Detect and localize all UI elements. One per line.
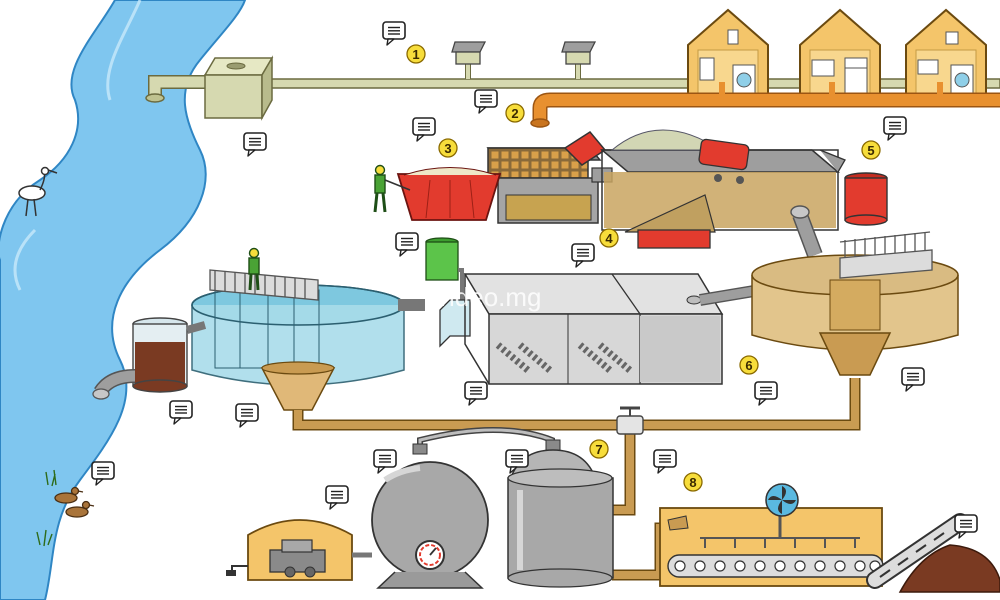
aeration-basin [398, 273, 761, 385]
secondary-clarifier [751, 231, 959, 376]
valve[interactable] [616, 406, 644, 435]
step-number-6: 6 [745, 358, 752, 373]
info-bubble-sewage[interactable] [474, 89, 498, 114]
info-bubble-dosing[interactable] [395, 232, 419, 257]
step-number-5: 5 [867, 143, 874, 158]
info-bubble-sec-clarifier[interactable] [754, 381, 778, 406]
info-bubble-sludge-return[interactable] [901, 367, 925, 392]
step-marker-6[interactable]: 6 [739, 355, 759, 375]
step-marker-2[interactable]: 2 [505, 103, 525, 123]
grit-bin [844, 172, 888, 226]
house-3 [905, 9, 987, 106]
info-bubble-grit-removal[interactable] [571, 243, 595, 268]
heron [18, 166, 58, 217]
fan-icon [765, 483, 799, 517]
screening-unit [486, 131, 613, 224]
reeds [36, 469, 57, 547]
info-bubble-screening[interactable] [412, 117, 436, 142]
ducks [54, 486, 95, 518]
worker-rake [373, 164, 411, 213]
pipe-to-secondary [790, 205, 823, 258]
info-bubble-chp[interactable] [325, 485, 349, 510]
info-bubble-dewatering[interactable] [653, 449, 677, 474]
step-number-1: 1 [412, 47, 419, 62]
street-drain-grates [451, 41, 597, 65]
info-bubble-storm-pipe[interactable] [382, 21, 406, 46]
info-bubble-sludge-cake[interactable] [954, 514, 978, 539]
house-2 [799, 9, 881, 106]
info-bubble-aeration[interactable] [464, 381, 488, 406]
digester-tank [507, 439, 614, 588]
info-bubble-grit[interactable] [883, 116, 907, 141]
sludge-cake-pile [898, 544, 1000, 593]
step-marker-4[interactable]: 4 [599, 228, 619, 248]
worker-bridge [248, 247, 260, 291]
gas-holder-sphere [371, 427, 555, 589]
house-1 [687, 9, 769, 106]
chemical-dosing-tank [425, 237, 464, 300]
info-bubble-river[interactable] [91, 461, 115, 486]
step-marker-5[interactable]: 5 [861, 140, 881, 160]
output-conveyor [866, 513, 969, 589]
step-marker-7[interactable]: 7 [589, 439, 609, 459]
bridge-railing-primary [209, 269, 319, 301]
primary-clarifier [191, 284, 405, 411]
step-marker-8[interactable]: 8 [683, 472, 703, 492]
sewage-pipe [530, 82, 1000, 128]
screenings-skip [396, 167, 502, 221]
info-bubble-overflow[interactable] [243, 132, 267, 157]
dewatering-unit [659, 507, 884, 587]
step-marker-1[interactable]: 1 [406, 44, 426, 64]
river [0, 0, 247, 600]
info-bubble-gas[interactable] [373, 449, 397, 474]
step-number-3: 3 [444, 141, 451, 156]
step-number-8: 8 [689, 475, 696, 490]
step-number-4: 4 [605, 231, 613, 246]
sludge-holding-tank [92, 317, 207, 400]
generator-housing [226, 519, 372, 581]
info-bubble-sludge-tank[interactable] [169, 400, 193, 425]
grit-chamber [599, 129, 846, 249]
step-number-7: 7 [595, 442, 602, 457]
step-number-2: 2 [511, 106, 518, 121]
step-marker-3[interactable]: 3 [438, 138, 458, 158]
info-bubble-primary[interactable] [235, 403, 259, 428]
watermark: video.mg [436, 282, 542, 312]
pressure-gauge-icon [415, 540, 445, 570]
storm-overflow-chamber [203, 55, 274, 121]
